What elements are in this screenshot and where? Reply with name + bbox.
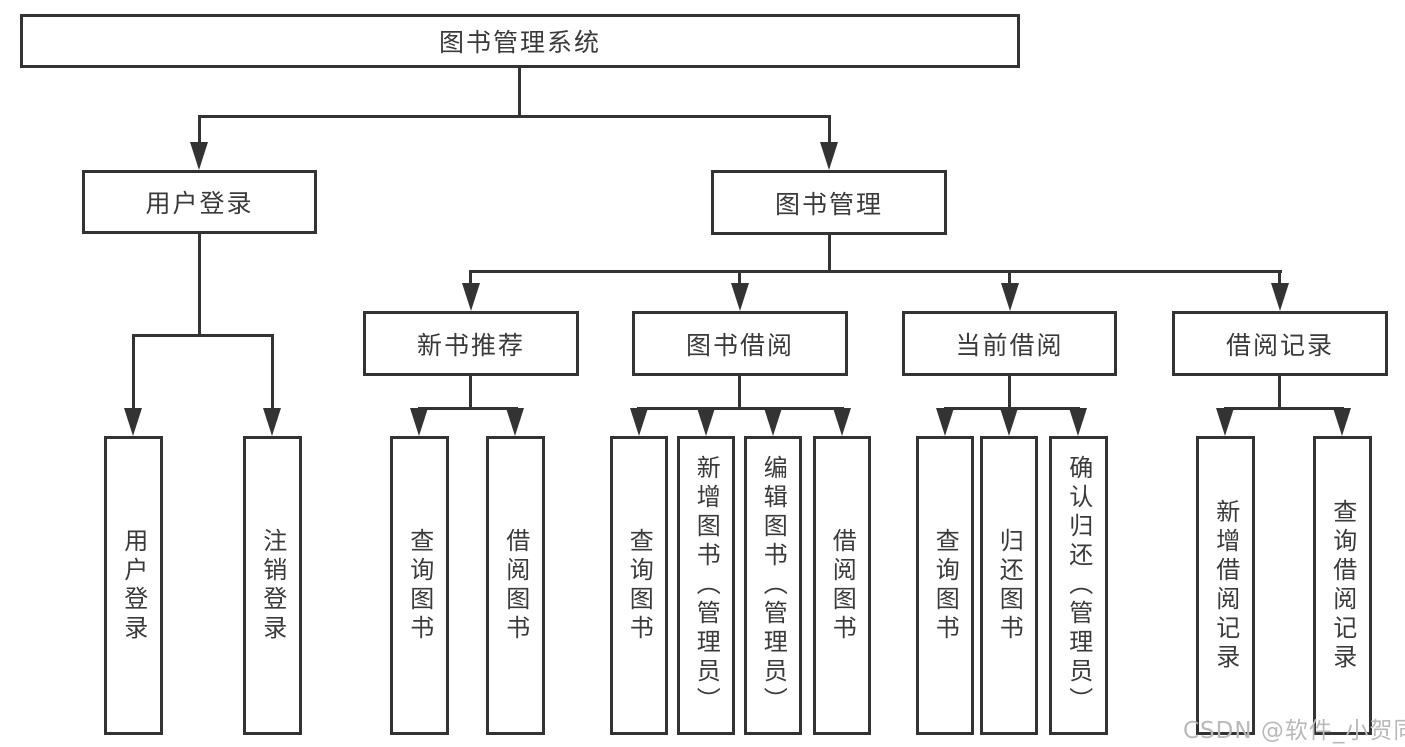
arrow-down-icon — [1333, 408, 1351, 436]
node-current-borrow-label: 当前借阅 — [955, 330, 1064, 360]
connector-user-login-stem — [198, 232, 201, 337]
connector-book-borrow-stem — [738, 374, 741, 410]
connector-drop-book-management — [828, 117, 831, 145]
node-root-label: 图书管理系统 — [438, 28, 601, 57]
arrow-down-icon — [820, 142, 838, 170]
leaf-add-books-admin: 新增图书（管理员） — [677, 436, 735, 735]
arrow-down-icon — [764, 408, 782, 436]
arrow-down-icon — [1001, 283, 1019, 311]
arrow-down-icon — [731, 283, 749, 311]
leaf-logout-label: 注销登录 — [258, 527, 287, 644]
connector-borrow-record-bar — [1224, 407, 1344, 410]
connector-shaft — [1008, 272, 1011, 286]
connector-level3-bar — [469, 270, 1282, 273]
leaf-add-books-admin-label: 新增图书（管理员） — [692, 455, 721, 716]
leaf-borrow-books-2: 借阅图书 — [813, 436, 871, 735]
node-user-login-label: 用户登录 — [145, 189, 254, 218]
node-book-management-label: 图书管理 — [774, 189, 883, 219]
node-book-management: 图书管理 — [711, 170, 947, 235]
arrow-down-icon — [506, 408, 524, 436]
connector-root-stem — [518, 66, 521, 118]
connector-borrow-record-stem — [1278, 374, 1281, 410]
connector-shaft — [1278, 272, 1281, 286]
arrow-down-icon — [697, 408, 715, 436]
node-book-borrow-label: 图书借阅 — [685, 330, 794, 360]
arrow-down-icon — [190, 142, 208, 170]
arrow-down-icon — [410, 408, 428, 436]
leaf-query-books-3: 查询图书 — [916, 436, 974, 735]
connector-shaft — [132, 336, 135, 410]
leaf-edit-books-admin-label: 编辑图书（管理员） — [759, 455, 788, 716]
leaf-query-books-3-label: 查询图书 — [931, 527, 960, 644]
leaf-confirm-return-admin-label: 确认归还（管理员） — [1064, 455, 1093, 716]
connector-shaft — [738, 272, 741, 286]
arrow-down-icon — [1271, 283, 1289, 311]
connector-shaft — [271, 336, 274, 410]
leaf-query-books-2-label: 查询图书 — [625, 527, 654, 644]
connector-book-borrow-bar — [637, 407, 844, 410]
arrow-down-icon — [462, 283, 480, 311]
leaf-add-borrow-record-label: 新增借阅记录 — [1211, 498, 1240, 673]
leaf-return-books-label: 归还图书 — [995, 527, 1024, 644]
connector-current-borrow-stem — [1008, 374, 1011, 410]
leaf-query-books-1-label: 查询图书 — [405, 527, 434, 644]
node-book-borrow: 图书借阅 — [632, 311, 848, 376]
node-new-book-recommend-label: 新书推荐 — [416, 330, 525, 360]
node-borrow-record-label: 借阅记录 — [1225, 330, 1334, 360]
leaf-borrow-books-1-label: 借阅图书 — [501, 527, 530, 644]
connector-level2-bar — [198, 115, 831, 118]
node-new-book-recommend: 新书推荐 — [363, 311, 579, 376]
leaf-query-borrow-record: 查询借阅记录 — [1313, 436, 1372, 735]
arrow-down-icon — [936, 408, 954, 436]
leaf-borrow-books-2-label: 借阅图书 — [828, 527, 857, 644]
node-borrow-record: 借阅记录 — [1172, 311, 1388, 376]
connector-new-book-bar — [418, 407, 518, 410]
arrow-down-icon — [1000, 408, 1018, 436]
leaf-query-books-1: 查询图书 — [390, 436, 449, 735]
leaf-logout: 注销登录 — [243, 436, 302, 735]
leaf-query-borrow-record-label: 查询借阅记录 — [1328, 498, 1357, 673]
watermark-text: CSDN @软件_小贺同学 — [1183, 718, 1405, 744]
leaf-return-books: 归还图书 — [980, 436, 1038, 735]
connector-new-book-stem — [469, 374, 472, 410]
arrow-down-icon — [1069, 408, 1087, 436]
leaf-user-login: 用户登录 — [104, 436, 163, 735]
leaf-edit-books-admin: 编辑图书（管理员） — [744, 436, 802, 735]
node-root: 图书管理系统 — [20, 14, 1020, 68]
arrow-down-icon — [833, 408, 851, 436]
leaf-borrow-books-1: 借阅图书 — [486, 436, 545, 735]
node-current-borrow: 当前借阅 — [902, 311, 1117, 376]
arrow-down-icon — [263, 408, 281, 436]
leaf-confirm-return-admin: 确认归还（管理员） — [1049, 436, 1108, 735]
connector-shaft — [469, 272, 472, 286]
arrow-down-icon — [1216, 408, 1234, 436]
leaf-user-login-label: 用户登录 — [119, 527, 148, 644]
connector-drop-user-login — [198, 117, 201, 145]
connector-user-login-bar — [132, 334, 274, 337]
arrow-down-icon — [630, 408, 648, 436]
leaf-add-borrow-record: 新增借阅记录 — [1196, 436, 1255, 735]
arrow-down-icon — [124, 408, 142, 436]
connector-book-management-stem — [828, 233, 831, 273]
leaf-query-books-2: 查询图书 — [610, 436, 668, 735]
node-user-login: 用户登录 — [82, 170, 317, 234]
